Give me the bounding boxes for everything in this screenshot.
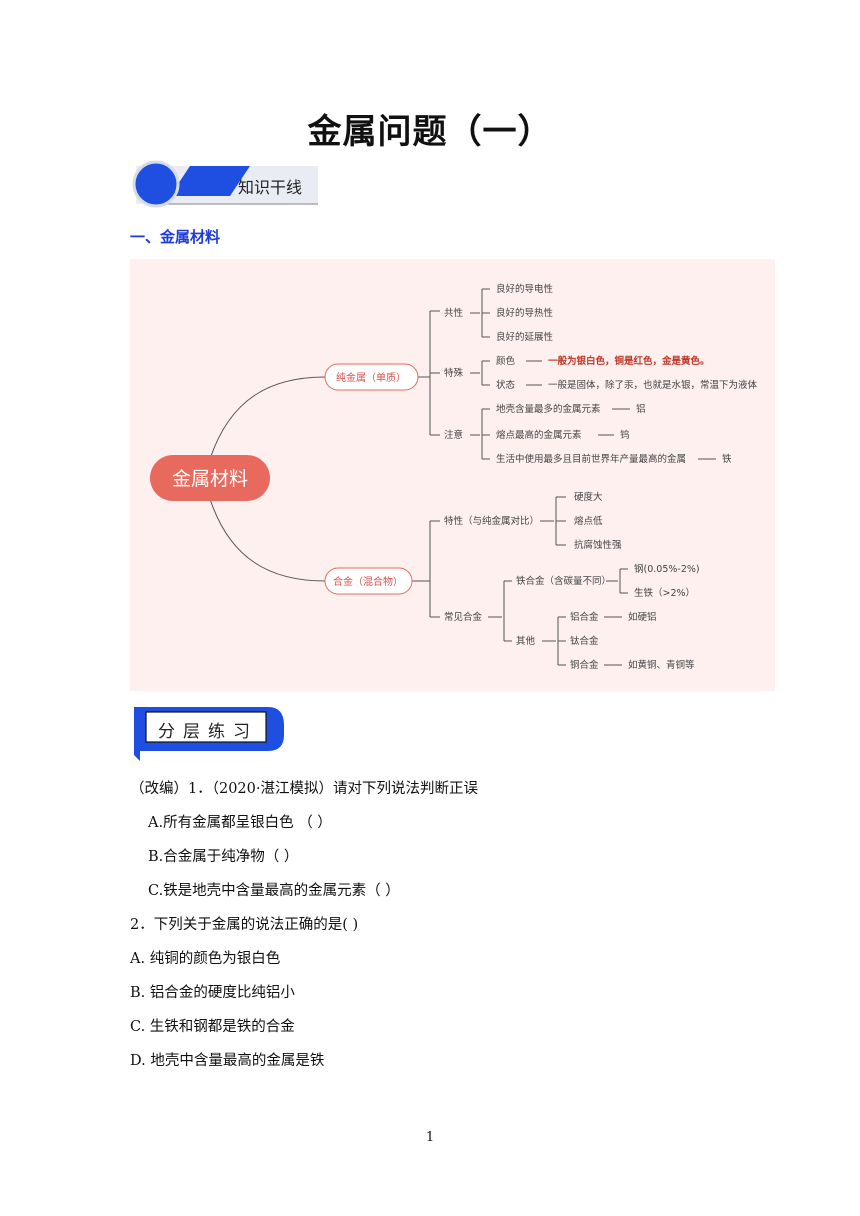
color-desc: 一般为银白色，铜是红色，金是黄色。 [548, 355, 710, 367]
question-1-option-c: C.铁是地壳中含量最高的金属元素（ ） [148, 883, 400, 899]
common-alloys-label: 常见合金 [444, 611, 483, 623]
note-item-value: 铝 [636, 403, 646, 415]
knowledge-banner-label: 知识干线 [238, 178, 303, 197]
knowledge-banner [132, 160, 318, 208]
note-item-value: 铁 [722, 453, 732, 465]
state-label: 状态 [496, 379, 516, 391]
root-label: 金属材料 [172, 468, 248, 490]
question-1-option-b: B.合金属于纯净物（ ） [148, 849, 299, 865]
state-desc: 一般是固体，除了汞，也就是水银，常温下为液体 [548, 379, 758, 391]
note-item-label: 地壳含量最多的金属元素 [496, 403, 601, 415]
practice-banner-label: 分层练习 [158, 722, 258, 742]
alloy-label: 合金（混合物） [333, 575, 403, 588]
special-label: 特殊 [444, 367, 464, 379]
other-item-label: 钛合金 [570, 635, 599, 647]
question-2-option-d: D. 地壳中含量最高的金属是铁 [130, 1053, 325, 1069]
metal-materials-mindmap: 金属材料 纯金属（单质） 合金（混合物） 共性 良好的导电性 良好的导热性 良好… [130, 259, 775, 691]
common-label: 共性 [444, 307, 464, 319]
other-item-value: 如硬铝 [628, 611, 657, 623]
common-item: 良好的导热性 [496, 307, 554, 319]
common-item: 良好的导电性 [496, 283, 554, 295]
page-number: 1 [425, 1130, 435, 1145]
color-label: 颜色 [496, 355, 516, 367]
practice-banner [134, 707, 284, 761]
other-item-label: 铝合金 [570, 611, 599, 623]
question-1-option-a: A.所有金属都呈银白色 （ ） [148, 815, 332, 831]
alloy-feature-item: 熔点低 [574, 515, 603, 527]
note-label: 注意 [444, 429, 463, 441]
common-item: 良好的延展性 [496, 331, 554, 343]
note-item-label: 生活中使用最多且目前世界年产量最高的金属 [496, 453, 686, 465]
others-label: 其他 [516, 635, 536, 647]
alloy-node [324, 567, 413, 595]
page-title: 金属问题（一） [307, 112, 553, 152]
root-node [150, 455, 270, 501]
question-1: （改编）1．（2020·湛江模拟）请对下列说法判断正误 [130, 781, 478, 797]
question-2: 2．下列关于金属的说法正确的是( ) [130, 917, 359, 933]
alloy-feature-item: 抗腐蚀性强 [574, 539, 622, 551]
iron-alloy-item: 生铁（>2%） [634, 587, 695, 599]
alloy-feature-label: 特性（与纯金属对比） [444, 515, 539, 527]
other-item-value: 如黄铜、青铜等 [628, 659, 695, 671]
pure-metal-label: 纯金属（单质） [336, 371, 406, 384]
iron-alloy-label: 铁合金（含碳量不同） [516, 575, 611, 587]
note-item-label: 熔点最高的金属元素 [496, 429, 582, 441]
pure-metal-node [324, 363, 419, 391]
question-2-option-c: C. 生铁和钢都是铁的合金 [130, 1019, 295, 1035]
question-2-option-a: A. 纯铜的颜色为银白色 [130, 951, 281, 967]
other-item-label: 铜合金 [570, 659, 599, 671]
section-heading: 一、金属材料 [130, 228, 221, 246]
note-item-value: 钨 [620, 429, 630, 441]
iron-alloy-item: 钢(0.05%-2%) [634, 563, 700, 575]
question-2-option-b: B. 铝合金的硬度比纯铝小 [130, 985, 295, 1001]
alloy-feature-item: 硬度大 [574, 491, 603, 503]
